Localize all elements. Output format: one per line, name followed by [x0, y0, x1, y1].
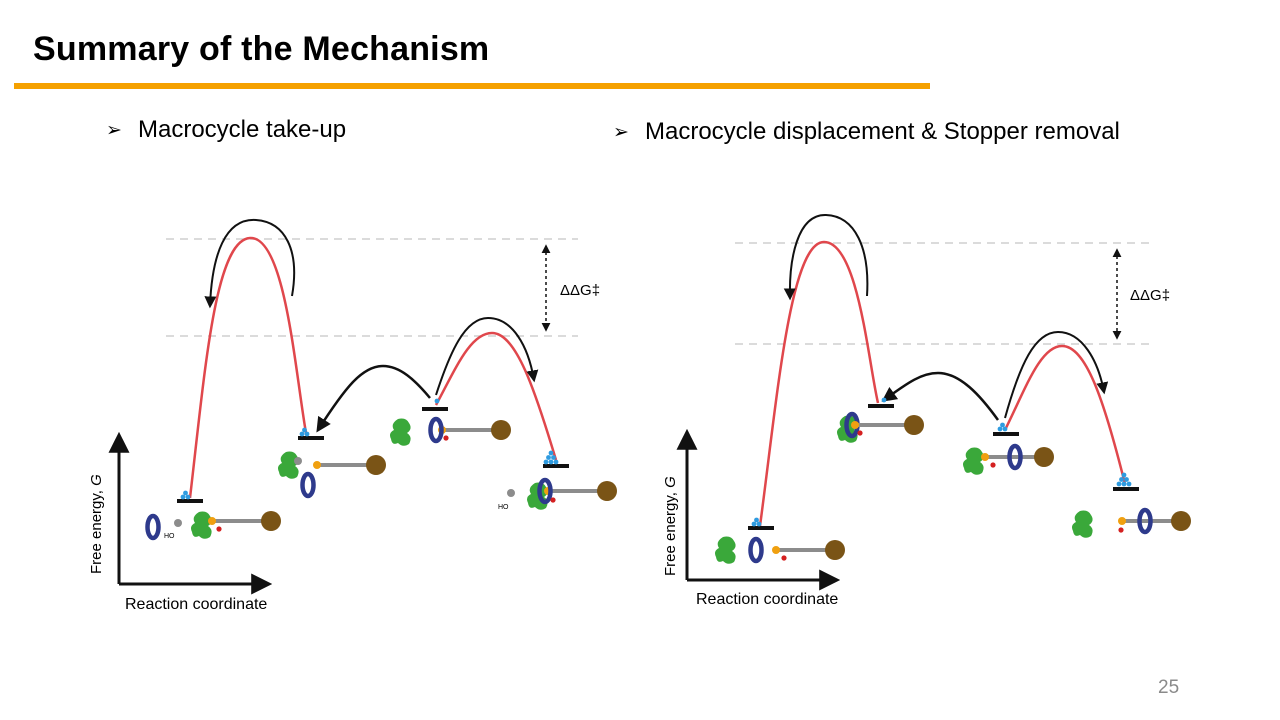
axle-stopper-icon — [311, 453, 388, 477]
oxygen-icon — [1118, 527, 1124, 533]
right-level-4 — [1113, 487, 1139, 491]
left-reverse-arrow — [204, 218, 296, 309]
right-x-axis-label: Reaction coordinate — [696, 591, 838, 608]
catalyst-icon — [191, 511, 212, 539]
catalyst-icon — [715, 536, 736, 564]
left-ddg-label: ΔΔG‡ — [560, 282, 600, 299]
right-level-1 — [748, 526, 774, 530]
oxygen-icon — [990, 462, 996, 468]
bullet-arrow-icon: ➢ — [613, 121, 629, 143]
left-state-1-molecules: HO — [148, 509, 283, 540]
macrocycle-icon — [431, 419, 442, 441]
title-underline — [14, 83, 930, 89]
left-level-3 — [422, 407, 448, 411]
hydroxyl-label: HO — [498, 504, 509, 511]
page-title: Summary of the Mechanism — [33, 30, 490, 68]
oxygen-icon — [781, 555, 787, 561]
left-energy-curve-1 — [188, 236, 308, 499]
hydroxyl-label: HO — [164, 533, 175, 540]
right-state-3-molecules — [963, 446, 1056, 475]
right-forward-arrow — [1004, 330, 1109, 419]
axle-stopper-icon — [542, 479, 619, 503]
page-number: 25 — [1158, 677, 1180, 698]
macrocycle-icon — [148, 516, 159, 538]
hydroxyl-bead-icon — [174, 519, 182, 527]
left-energy-diagram: ΔΔG‡ Free energy, G Reaction coordinate … — [88, 218, 619, 613]
fuel-dots-icon — [180, 490, 191, 500]
left-forward-arrow — [435, 316, 539, 396]
left-level-1 — [177, 499, 203, 503]
right-y-axis-label: Free energy, G — [662, 476, 679, 576]
left-transfer-arrow — [316, 364, 431, 433]
left-level-4 — [543, 464, 569, 468]
right-transfer-arrow — [881, 371, 1000, 421]
bullet-right-text: Macrocycle displacement & Stopper remova… — [645, 118, 1120, 145]
left-level-2 — [298, 436, 324, 440]
fuel-dots-icon — [299, 427, 310, 437]
bullet-left-text: Macrocycle take-up — [138, 116, 347, 143]
bullet-arrow-icon: ➢ — [106, 119, 122, 141]
fuel-dot-icon — [881, 397, 887, 403]
macrocycle-icon — [751, 539, 762, 561]
oxygen-icon — [216, 526, 222, 532]
right-ddg-label: ΔΔG‡ — [1130, 287, 1170, 304]
right-level-3 — [993, 432, 1019, 436]
bullet-macrocycle-displacement: ➢ Macrocycle displacement & Stopper remo… — [613, 118, 1120, 146]
catalyst-icon — [963, 447, 984, 475]
catalyst-icon — [278, 451, 299, 479]
macrocycle-icon — [303, 474, 314, 496]
catalyst-icon — [1072, 510, 1093, 538]
fuel-dot-icon — [434, 398, 440, 404]
axle-stopper-icon — [1116, 509, 1193, 533]
axle-stopper-icon — [436, 418, 513, 442]
left-y-axis-label: Free energy, G — [88, 474, 105, 574]
right-reverse-arrow — [783, 213, 869, 301]
left-state-3-molecules — [390, 418, 513, 446]
catalyst-icon — [390, 418, 411, 446]
right-energy-curve-2 — [1003, 344, 1127, 485]
right-state-4-molecules — [1072, 509, 1193, 538]
right-state-1-molecules — [715, 536, 847, 564]
oxygen-icon — [550, 497, 556, 503]
left-state-4-molecules: HO — [498, 479, 619, 511]
left-energy-curve-2 — [434, 331, 558, 461]
right-state-2-molecules — [837, 414, 926, 443]
right-level-2 — [868, 404, 894, 408]
right-energy-curve-1 — [758, 240, 880, 527]
oxygen-icon — [443, 435, 449, 441]
fuel-dots-icon — [997, 422, 1008, 432]
bullet-macrocycle-take-up: ➢ Macrocycle take-up — [106, 116, 346, 144]
left-x-axis-label: Reaction coordinate — [125, 596, 267, 613]
oxygen-icon — [857, 430, 863, 436]
catalyst-icon — [527, 482, 548, 510]
left-state-2-molecules — [278, 451, 388, 497]
hydroxyl-bead-icon — [294, 457, 302, 465]
right-energy-diagram: ΔΔG‡ Free energy, G Reaction coordinate — [662, 213, 1193, 608]
hydroxyl-bead-icon — [507, 489, 515, 497]
